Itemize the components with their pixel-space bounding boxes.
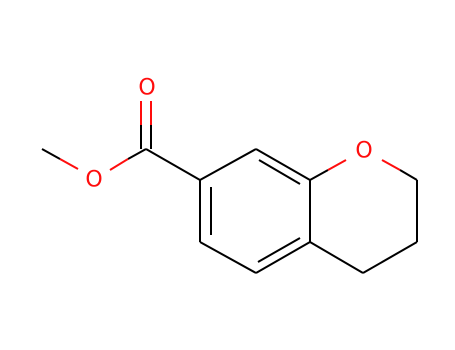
bond-c8-c8a [255,148,311,181]
bond-carbonyl-oester-red [109,158,129,171]
bond-c3-c4 [362,241,418,274]
bond-c4a-c5 [255,241,311,274]
ester-oxygen-label: O [85,168,102,193]
bond-c4-c4a [309,241,364,274]
bond-c4a-c5-inner [257,237,301,263]
bond-oester-methyl-black [41,148,61,160]
ring-oxygen-label: O [355,139,372,164]
benzene-ring [199,148,311,274]
bond-o1-c2-black [399,169,418,181]
bond-c8a-o1-red [327,159,347,171]
methyl-ester-group [41,101,201,181]
bond-c8a-o1-black [309,169,329,181]
carbonyl-oxygen-label: O [138,76,155,101]
bond-c7-c8 [199,148,257,181]
bond-o1-c2-red [381,159,401,171]
bond-c8-c8a-inner [258,159,301,185]
bond-c5-c6 [199,241,257,274]
bond-c7-carbonyl [145,148,201,181]
bond-oester-methyl-red [59,158,79,170]
bond-carbonyl-oester-black [127,148,147,160]
pyran-ring [309,159,418,274]
